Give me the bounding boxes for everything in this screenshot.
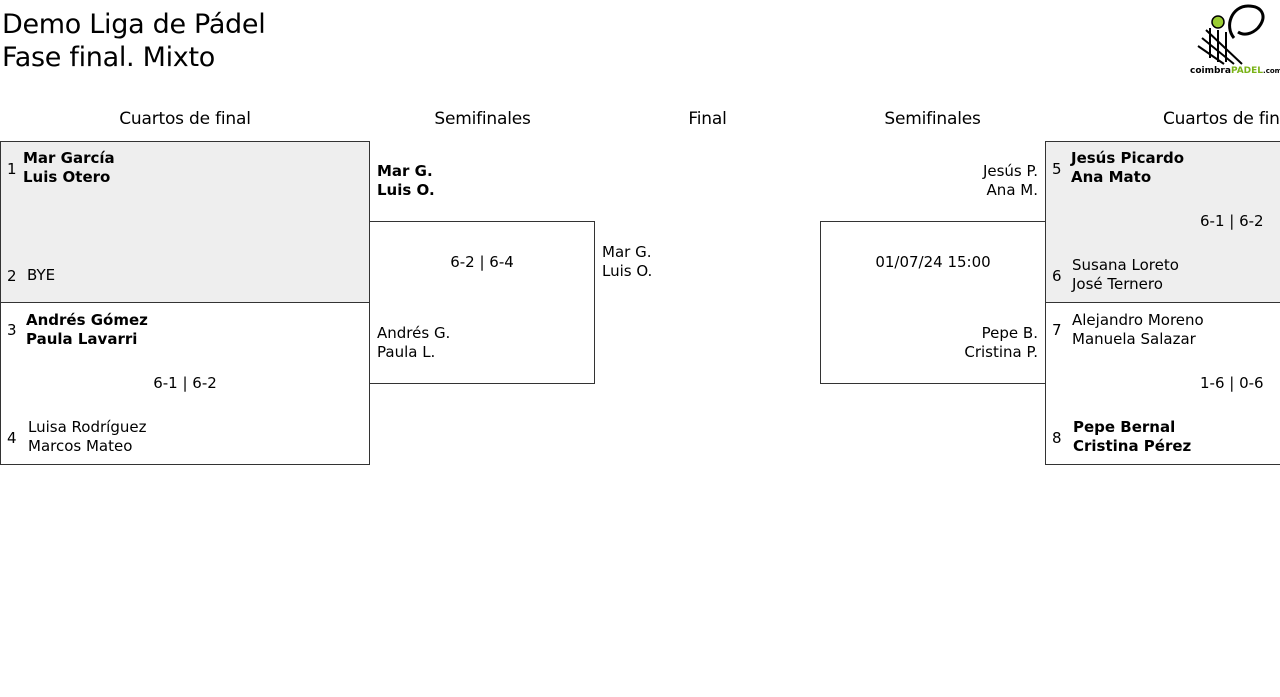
match-score: 6-2 | 6-4 [450, 253, 514, 271]
player-name: Mar G. [602, 243, 652, 261]
seed-number: 3 [7, 321, 17, 339]
player-name: Marcos Mateo [28, 437, 133, 455]
match-score: 1-6 | 0-6 [1200, 374, 1264, 392]
player-name: Alejandro Moreno [1072, 311, 1204, 329]
logo: coimbraPADEL.com [1188, 2, 1280, 80]
col-header-right-quarters: Cuartos de final [1163, 109, 1280, 129]
match-left-qf-1[interactable] [0, 141, 370, 303]
col-header-right-semis: Semifinales [884, 109, 981, 129]
player-name: Andrés Gómez [26, 311, 148, 329]
match-score: 6-1 | 6-2 [153, 374, 217, 392]
player-name: Paula Lavarri [26, 330, 138, 348]
match-right-qf-1[interactable] [1045, 141, 1280, 303]
match-schedule: 01/07/24 15:00 [875, 253, 991, 271]
player-name: Pepe B. [981, 324, 1038, 342]
seed-number: 6 [1052, 267, 1062, 285]
seed-number: 7 [1052, 321, 1062, 339]
player-name: Ana M. [986, 181, 1038, 199]
player-name: Luis O. [602, 262, 653, 280]
team-right-sf-top[interactable]: Jesús P. Ana M. [820, 162, 1038, 200]
player-name: Ana Mato [1071, 168, 1152, 186]
player-name: Cristina Pérez [1073, 437, 1192, 455]
player-name: Paula L. [377, 343, 436, 361]
page-title: Demo Liga de Pádel [2, 9, 266, 40]
player-name: Cristina P. [964, 343, 1038, 361]
logo-text: coimbraPADEL.com [1190, 66, 1280, 76]
padel-player-icon [1197, 4, 1265, 65]
team-right-qf-1-bottom[interactable]: Susana Loreto José Ternero [1072, 256, 1179, 294]
player-name: Luisa Rodríguez [28, 418, 147, 436]
page-subtitle: Fase final. Mixto [2, 42, 215, 73]
team-left-sf-top[interactable]: Mar G. Luis O. [377, 162, 435, 200]
seed-number: 8 [1052, 429, 1062, 447]
player-name: Susana Loreto [1072, 256, 1179, 274]
seed-number: 2 [7, 267, 17, 285]
match-score: 6-1 | 6-2 [1200, 212, 1264, 230]
team-left-qf-1-top[interactable]: Mar García Luis Otero [23, 149, 115, 187]
player-name: Jesús P. [982, 162, 1038, 180]
team-right-qf-1-top[interactable]: Jesús Picardo Ana Mato [1071, 149, 1184, 187]
team-left-qf-1-bottom[interactable]: BYE [27, 266, 56, 284]
team-right-sf-bottom[interactable]: Pepe B. Cristina P. [820, 324, 1038, 362]
player-name: Manuela Salazar [1072, 330, 1196, 348]
match-left-sf[interactable] [369, 221, 595, 384]
player-name: Luis O. [377, 181, 435, 199]
player-name: Andrés G. [377, 324, 451, 342]
team-right-qf-2-bottom[interactable]: Pepe Bernal Cristina Pérez [1073, 418, 1191, 456]
player-name: Luis Otero [23, 168, 111, 186]
team-right-qf-2-top[interactable]: Alejandro Moreno Manuela Salazar [1072, 311, 1204, 349]
team-final-left[interactable]: Mar G. Luis O. [602, 243, 652, 281]
player-name: Pepe Bernal [1073, 418, 1176, 436]
player-name: Jesús Picardo [1071, 149, 1185, 167]
team-left-qf-2-top[interactable]: Andrés Gómez Paula Lavarri [26, 311, 148, 349]
col-header-left-quarters: Cuartos de final [119, 109, 251, 129]
col-header-left-semis: Semifinales [434, 109, 531, 129]
seed-number: 4 [7, 429, 17, 447]
match-right-qf-2[interactable] [1045, 302, 1280, 465]
team-left-sf-bottom[interactable]: Andrés G. Paula L. [377, 324, 450, 362]
player-name: José Ternero [1072, 275, 1163, 293]
player-name: Mar García [23, 149, 115, 167]
team-left-qf-2-bottom[interactable]: Luisa Rodríguez Marcos Mateo [28, 418, 146, 456]
col-header-final: Final [688, 109, 727, 129]
seed-number: 5 [1052, 160, 1062, 178]
player-name: Mar G. [377, 162, 433, 180]
seed-number: 1 [7, 160, 17, 178]
